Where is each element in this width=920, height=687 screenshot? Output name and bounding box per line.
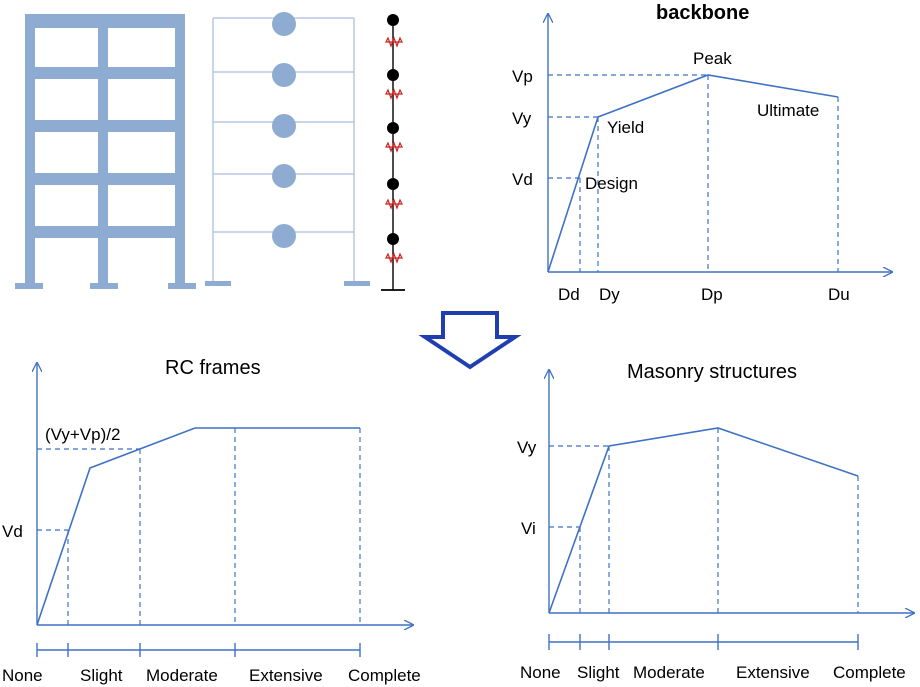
label-design: Design — [585, 174, 638, 193]
masonry-state-slight: Slight — [577, 663, 620, 682]
masonry-state-none: None — [520, 663, 561, 682]
masonry-state-extensive: Extensive — [736, 663, 810, 682]
masonry-curve — [548, 427, 859, 614]
rc-curve — [36, 427, 360, 626]
spring-icons — [385, 36, 403, 264]
rc-state-slight: Slight — [80, 666, 123, 685]
rc-label-avg: (Vy+Vp)/2 — [45, 425, 120, 444]
masonry-label-vi: Vi — [521, 519, 536, 538]
label-dy: Dy — [599, 285, 620, 304]
label-yield: Yield — [607, 118, 644, 137]
stick-spring-model-illustration — [381, 14, 405, 291]
masonry-chart: Masonry structures Vy Vi None Slight Mod… — [517, 361, 914, 682]
masonry-state-complete: Complete — [833, 663, 906, 682]
label-du: Du — [828, 285, 850, 304]
rc-frames-chart: RC frames Vd (Vy+Vp)/2 None Slight Moder… — [2, 357, 421, 685]
label-ultimate: Ultimate — [757, 101, 819, 120]
label-dp: Dp — [701, 285, 723, 304]
label-dd: Dd — [558, 285, 580, 304]
rc-label-vd: Vd — [2, 522, 23, 541]
label-vy: Vy — [512, 109, 532, 128]
backbone-title: backbone — [656, 2, 749, 24]
rc-state-extensive: Extensive — [249, 666, 323, 685]
label-peak: Peak — [693, 49, 732, 68]
rc-state-none: None — [2, 666, 43, 685]
rc-title: RC frames — [165, 357, 261, 379]
rc-state-moderate: Moderate — [146, 666, 218, 685]
lumped-mass-frame-illustration — [205, 12, 370, 286]
masonry-state-moderate: Moderate — [633, 663, 705, 682]
rc-frame-illustration — [15, 14, 196, 289]
masonry-title: Masonry structures — [627, 361, 797, 383]
rc-state-complete: Complete — [348, 666, 421, 685]
down-arrow-icon — [418, 311, 522, 370]
masonry-label-vy: Vy — [517, 438, 537, 457]
label-vd: Vd — [512, 170, 533, 189]
backbone-chart: backbone Vp Vy Vd Dd Dy Dp Du Peak Yield… — [512, 2, 892, 304]
label-vp: Vp — [512, 67, 533, 86]
backbone-curve — [547, 74, 839, 273]
